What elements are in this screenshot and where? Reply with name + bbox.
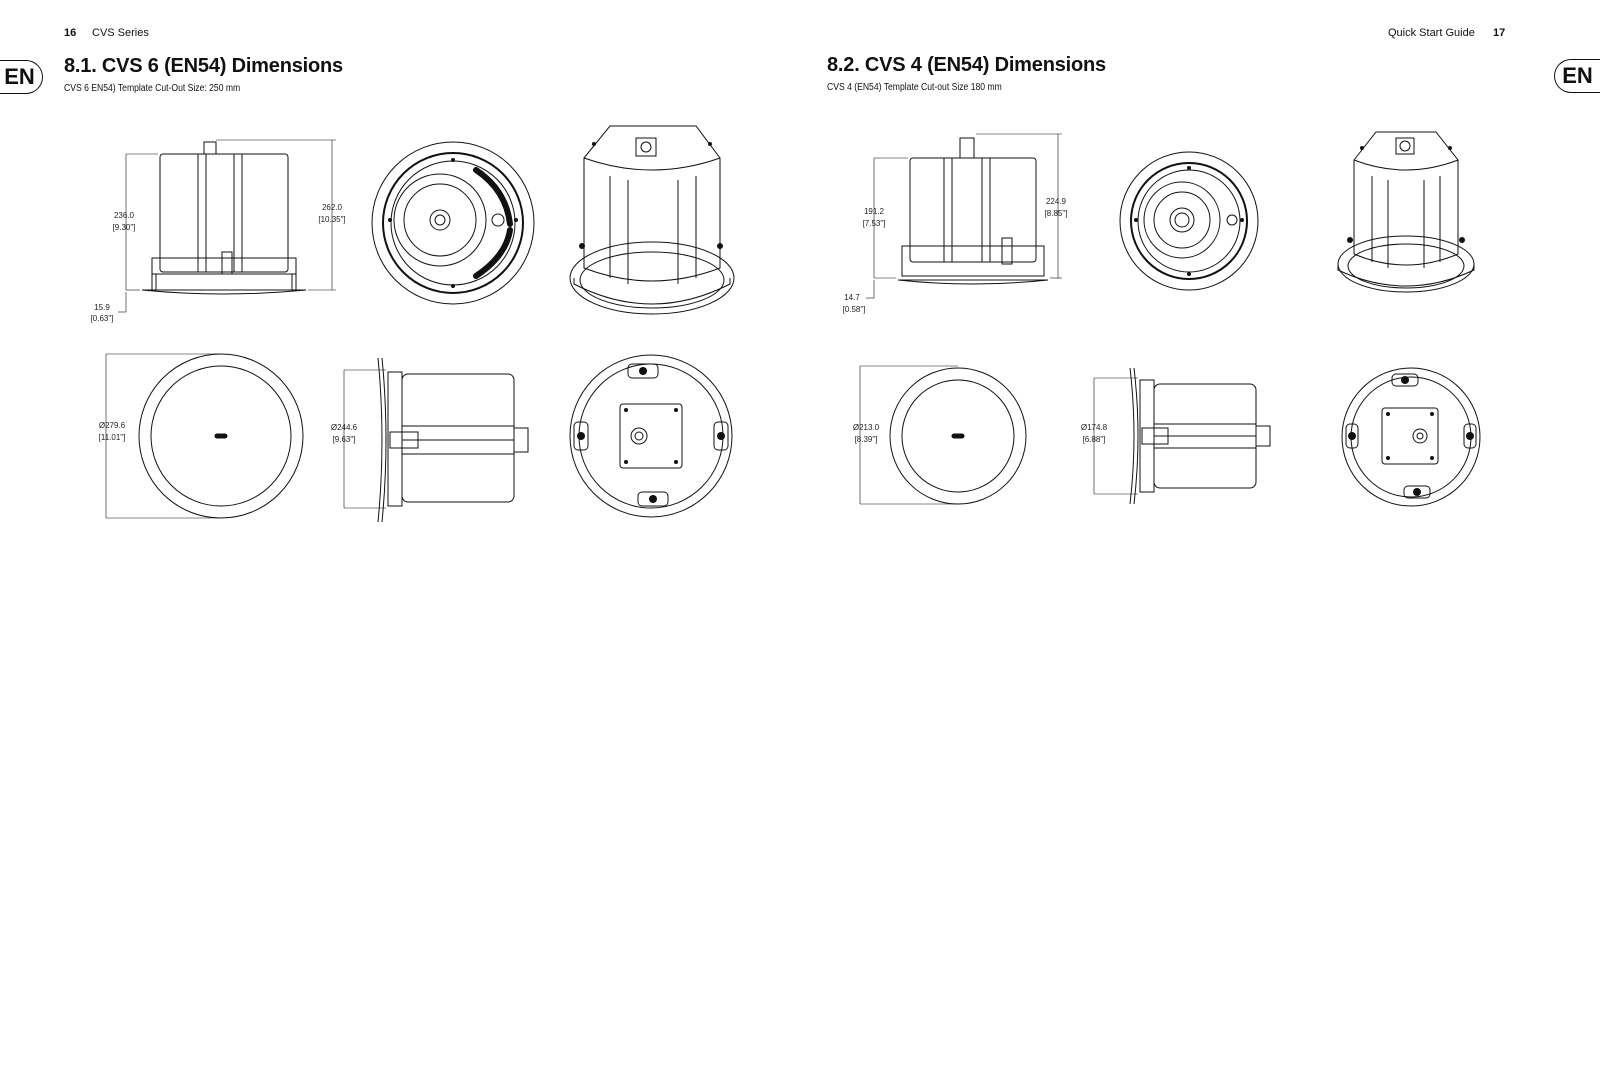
section-subheading: CVS 4 (EN54) Template Cut-out Size 180 m… <box>827 82 1002 93</box>
right-page: Quick Start Guide 17 EN 8.2. CVS 4 (EN54… <box>800 0 1600 1086</box>
cvs6-rear-view-drawing <box>569 354 733 518</box>
cvs6-grille-view-drawing: Ø279.6 [11.01"] <box>99 353 304 519</box>
left-page: 16 CVS Series EN 8.1. CVS 6 (EN54) Dimen… <box>0 27 735 523</box>
cvs4-grille-view-drawing: Ø213.0 [8.39"] <box>853 365 1027 505</box>
page-number: 16 <box>64 27 77 39</box>
cvs4-profile-view-drawing: Ø174.8 [6.88"] <box>1081 367 1271 505</box>
dim-total-height: 262.0 <box>322 203 343 212</box>
section-heading: 8.1. CVS 6 (EN54) Dimensions <box>64 55 343 77</box>
dim-body-height: 236.0 <box>114 211 135 220</box>
dim-outer-diameter-inch: [8.39"] <box>855 435 878 444</box>
cvs4-rear-view-drawing <box>1341 367 1481 507</box>
dim-flange-inch: [0.58"] <box>843 305 866 314</box>
dim-total-height-inch: [10.35"] <box>318 215 345 224</box>
page-number: 17 <box>1493 27 1506 39</box>
dim-outer-diameter: Ø279.6 <box>99 421 126 430</box>
dim-outer-diameter-inch: [11.01"] <box>99 433 126 442</box>
dim-body-diameter-inch: [6.88"] <box>1083 435 1106 444</box>
dim-body-height-inch: [7.53"] <box>863 219 886 228</box>
dim-total-height: 224.9 <box>1046 197 1067 206</box>
dim-flange: 14.7 <box>844 293 860 302</box>
dim-body-height-inch: [9.30"] <box>113 223 136 232</box>
cvs4-isometric-view-drawing <box>1337 131 1475 293</box>
dim-flange: 15.9 <box>94 303 110 312</box>
section-subheading: CVS 6 EN54) Template Cut-Out Size: 250 m… <box>64 83 241 94</box>
dim-body-diameter: Ø244.6 <box>331 423 358 432</box>
dim-body-diameter: Ø174.8 <box>1081 423 1108 432</box>
cvs4-side-view-drawing: 191.2 [7.53"] 224.9 [8.85"] 14.7 [0.58"] <box>843 133 1068 314</box>
dim-total-height-inch: [8.85"] <box>1045 209 1068 218</box>
section-heading: 8.2. CVS 4 (EN54) Dimensions <box>827 54 1106 76</box>
cvs6-isometric-view-drawing <box>569 125 735 315</box>
running-header: Quick Start Guide <box>1388 27 1475 39</box>
dim-outer-diameter: Ø213.0 <box>853 423 880 432</box>
cvs6-side-view-drawing: 236.0 [9.30"] 262.0 [10.35"] 15.9 [0.63"… <box>91 139 346 323</box>
cvs4-front-view-drawing <box>1119 151 1259 291</box>
cvs6-profile-view-drawing: Ø244.6 [9.63"] <box>331 357 529 523</box>
dim-body-diameter-inch: [9.63"] <box>333 435 356 444</box>
language-badge: EN <box>0 60 43 94</box>
language-badge: EN <box>1554 59 1600 93</box>
cvs6-front-view-drawing <box>371 141 535 305</box>
dim-flange-inch: [0.63"] <box>91 314 114 323</box>
dim-body-height: 191.2 <box>864 207 885 216</box>
running-header: CVS Series <box>92 27 149 39</box>
